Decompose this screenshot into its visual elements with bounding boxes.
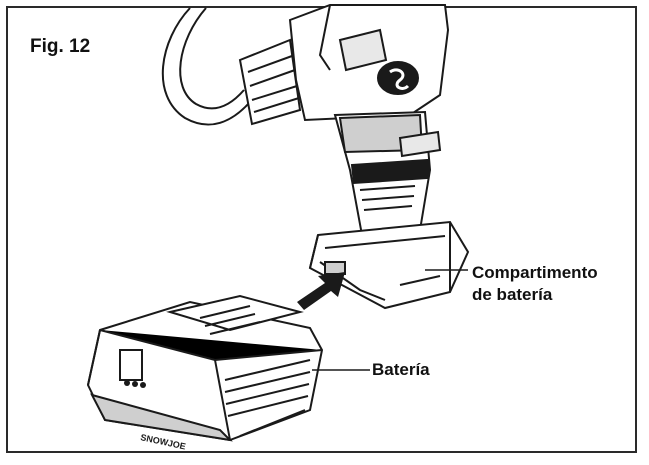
insertion-arrow [297, 272, 345, 310]
compartment-callout-line2: de batería [472, 285, 553, 304]
battery-compartment [308, 220, 470, 310]
battery-pack [86, 294, 324, 442]
inflator-handle [333, 110, 442, 237]
battery-callout: Batería [372, 360, 430, 379]
air-hose [161, 7, 251, 126]
compartment-callout-line1: Compartimento [472, 263, 598, 282]
inflator-body [288, 4, 450, 122]
figure-frame [6, 6, 637, 453]
battery-brand-text: SNOWJOE [140, 432, 187, 451]
hose-connector [238, 38, 302, 126]
compartment-callout: Compartimento de batería [472, 262, 598, 306]
figure-label: Fig. 12 [30, 36, 91, 57]
